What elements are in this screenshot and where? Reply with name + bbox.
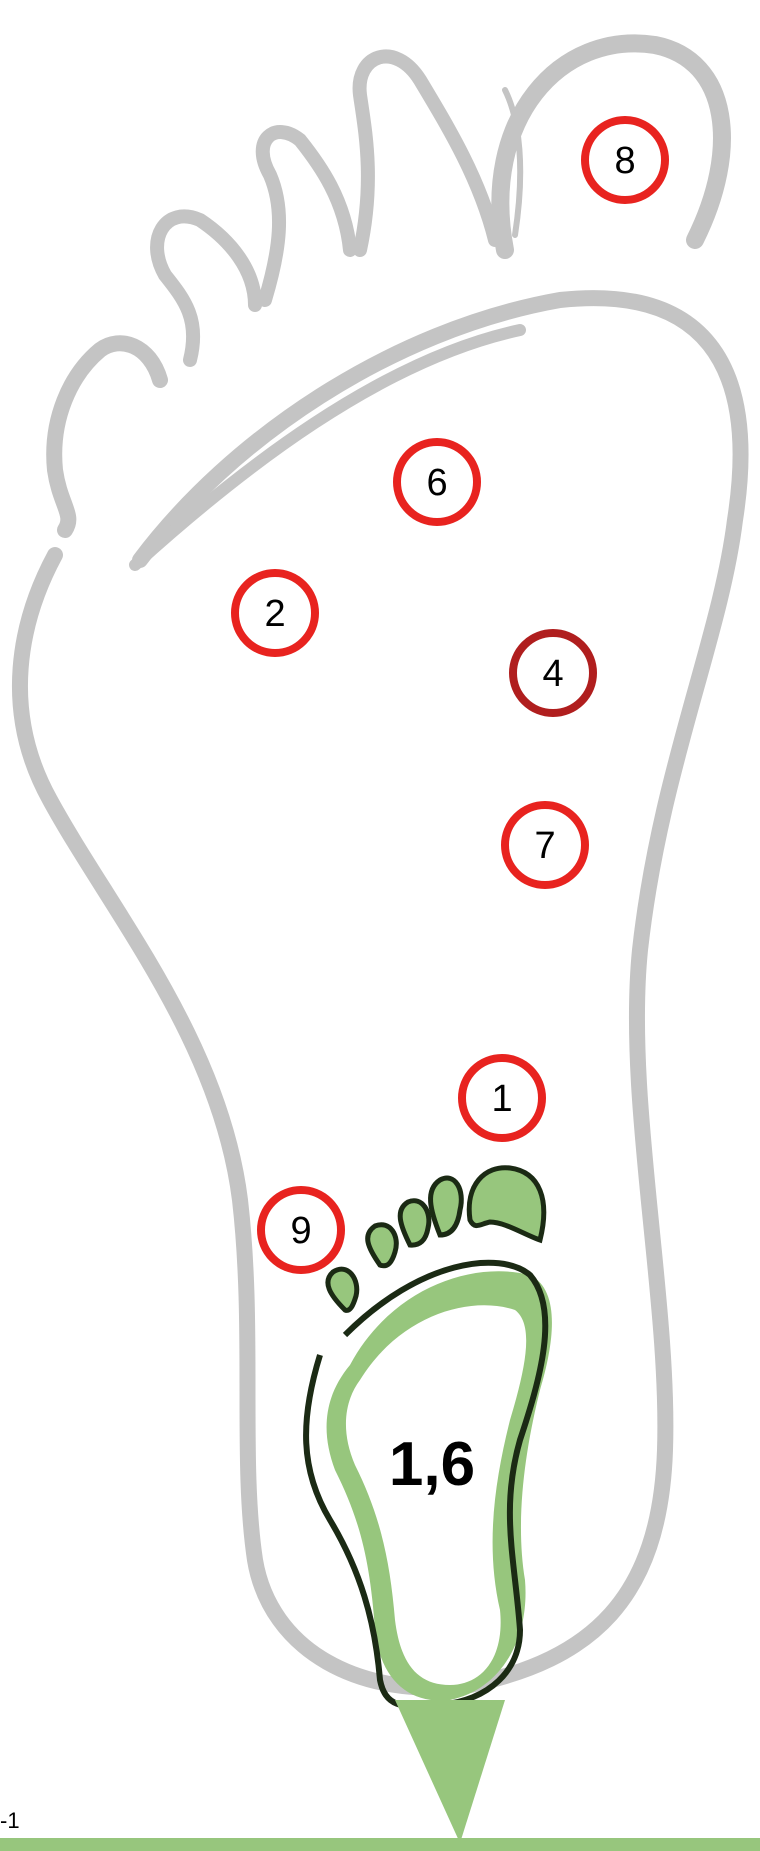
small-toe-5	[328, 1269, 357, 1310]
marker-7: 7	[505, 805, 585, 885]
marker-label: 4	[542, 653, 563, 695]
large-toe-2	[360, 56, 495, 250]
marker-label: 6	[426, 462, 447, 504]
marker-label: 7	[534, 825, 555, 867]
baseline-bar	[0, 1838, 760, 1851]
marker-1: 1	[462, 1058, 542, 1138]
small-toe-big	[469, 1168, 544, 1240]
marker-2: 2	[235, 573, 315, 653]
marker-6: 6	[397, 442, 477, 522]
page-label: -1	[0, 1808, 20, 1833]
marker-label: 9	[290, 1210, 311, 1252]
marker-4: 4	[513, 633, 593, 713]
marker-label: 2	[264, 593, 285, 635]
small-toe-2	[431, 1178, 462, 1235]
marker-label: 1	[491, 1078, 512, 1120]
marker-label: 8	[614, 140, 635, 182]
small-toe-3	[400, 1201, 429, 1245]
center-value: 1,6	[389, 1430, 475, 1499]
marker-9: 9	[261, 1190, 341, 1270]
large-toe-4	[157, 216, 255, 360]
pointer-triangle	[395, 1700, 505, 1843]
marker-8: 8	[585, 120, 665, 200]
small-toe-4	[368, 1225, 397, 1266]
large-toe-5	[54, 343, 160, 530]
large-toe-3	[263, 132, 350, 300]
